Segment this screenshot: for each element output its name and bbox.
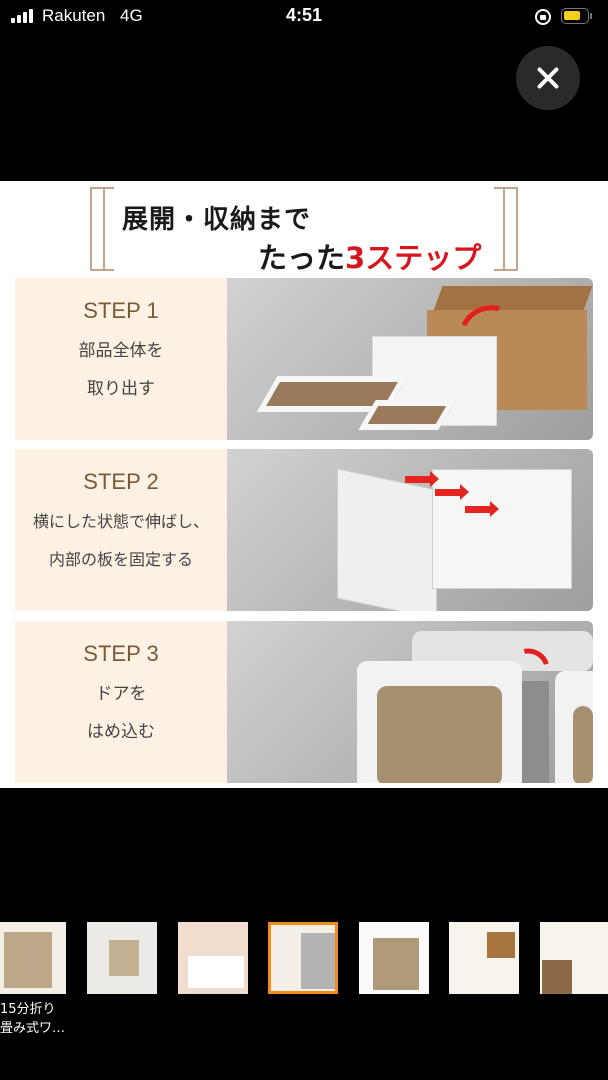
thumbnail-3[interactable]: [268, 922, 338, 994]
step-3-photo: [227, 621, 593, 783]
thumb-art: [4, 932, 52, 988]
step-1-text: STEP 1 部品全体を 取り出す: [15, 278, 227, 440]
thumbnail-1[interactable]: [87, 922, 157, 994]
step-title: STEP 3: [83, 641, 159, 666]
side-window: [573, 706, 593, 783]
signal-icon: [11, 9, 37, 23]
step-1-photo: [227, 278, 593, 440]
heading-banner: 展開・収納まで たった3ステップ: [90, 187, 518, 275]
door-window: [377, 686, 502, 783]
step-1: STEP 1 部品全体を 取り出す: [15, 278, 593, 440]
red-arrow-icon: [435, 484, 469, 500]
product-caption: 15分折り 畳み式ワ…: [0, 1000, 90, 1038]
bracket-left: [90, 187, 114, 271]
network-type: 4G: [120, 6, 143, 25]
folded-panel: [337, 468, 437, 611]
rotation-lock-icon: [535, 9, 551, 25]
thumbnail-6[interactable]: [540, 922, 608, 994]
step-desc-line1: ドアを: [95, 684, 147, 704]
product-image[interactable]: 展開・収納まで たった3ステップ STEP 1 部品全体を 取り出す STEP …: [0, 181, 608, 788]
step-3: STEP 3 ドアを はめ込む: [15, 621, 593, 783]
thumbnail-4[interactable]: [359, 922, 429, 994]
thumb-art: [109, 940, 139, 976]
step-desc-line2: 内部の板を固定する: [48, 550, 193, 569]
thumb-art: [301, 933, 335, 989]
step-title: STEP 1: [83, 298, 159, 323]
step-2-text: STEP 2 横にした状態で伸ばし、 内部の板を固定する: [15, 449, 227, 611]
open-frame: [432, 469, 572, 589]
step-desc-line1: 部品全体を: [78, 341, 164, 361]
thumb-art: [542, 960, 572, 994]
thumbnail-5[interactable]: [449, 922, 519, 994]
carrier-name: Rakuten: [42, 6, 106, 25]
thumb-art: [188, 956, 244, 988]
step-desc-line2: はめ込む: [87, 722, 155, 742]
bracket-right: [494, 187, 518, 271]
bracket-line-right: [503, 187, 505, 271]
step-title: STEP 2: [83, 469, 159, 494]
close-button[interactable]: [516, 46, 580, 110]
thumbnail-2[interactable]: [178, 922, 248, 994]
status-bar: Rakuten 4G 4:51: [0, 0, 608, 34]
step-2: STEP 2 横にした状態で伸ばし、 内部の板を固定する: [15, 449, 593, 611]
thumbnail-0[interactable]: [0, 922, 66, 994]
heading-line2: たった3ステップ: [258, 235, 481, 277]
heading-line1: 展開・収納まで: [122, 205, 312, 235]
battery-tip: [590, 13, 592, 19]
step-2-photo: [227, 449, 593, 611]
caption-line1: 15分折り: [0, 1002, 56, 1017]
thumb-art: [373, 938, 419, 990]
step-desc-line2: 取り出す: [87, 379, 155, 399]
step-3-text: STEP 3 ドアを はめ込む: [15, 621, 227, 783]
thumb-art: [487, 932, 515, 958]
caption-line2: 畳み式ワ…: [0, 1021, 66, 1036]
step-desc-line1: 横にした状態で伸ばし、: [32, 512, 209, 531]
battery-level: [564, 11, 580, 20]
heading-prefix: たった: [258, 241, 346, 275]
clock: 4:51: [285, 5, 323, 25]
bracket-line-left: [103, 187, 105, 271]
hinge-panel: [522, 681, 549, 783]
battery-icon: [561, 8, 589, 24]
thumbnail-strip[interactable]: [0, 922, 608, 994]
heading-highlight: 3ステップ: [345, 241, 482, 275]
red-arrow-icon: [465, 501, 499, 517]
red-arrow-icon: [405, 471, 439, 487]
